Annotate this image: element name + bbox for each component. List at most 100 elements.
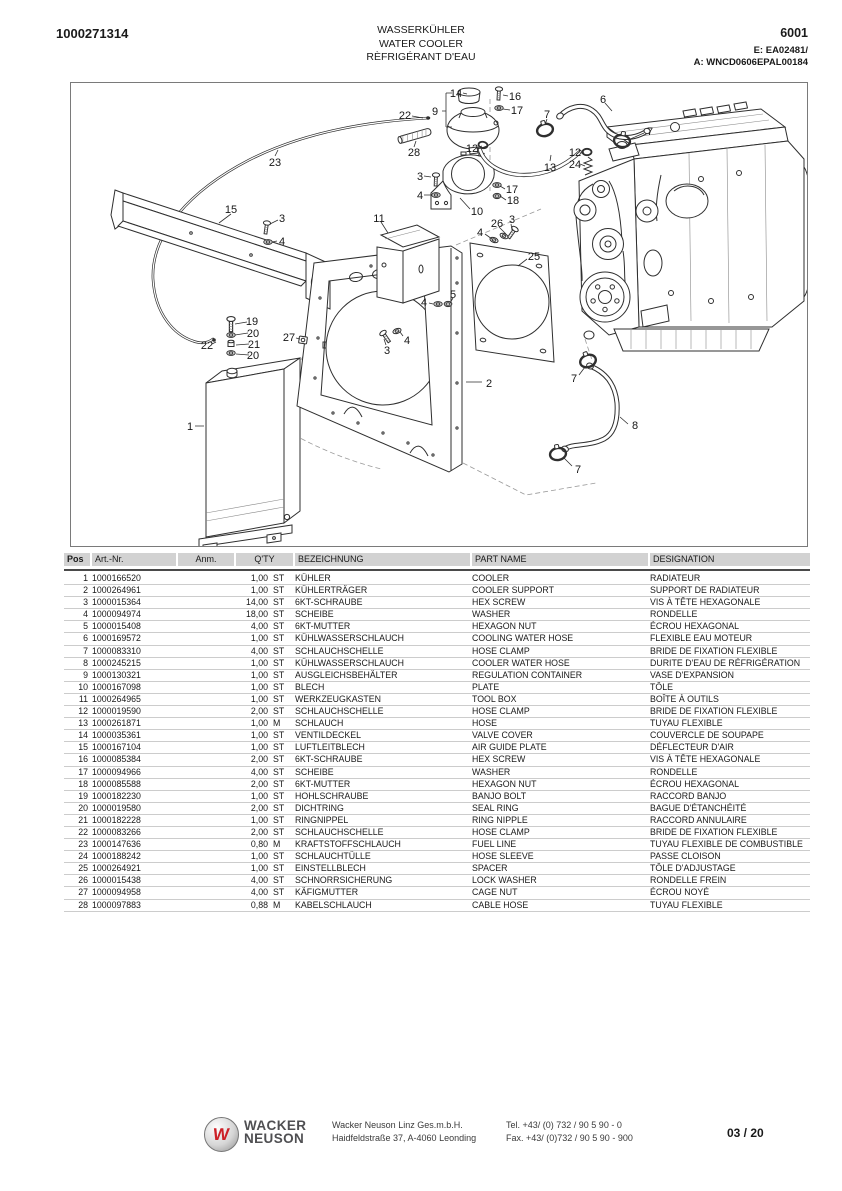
cell-anm [178,658,234,669]
cell-pos: 15 [78,742,88,753]
cell-part-name: HEX SCREW [472,754,526,765]
cell-anm [178,900,234,911]
cell-designation: TUYAU FLEXIBLE DE COMBUSTIBLE [650,839,803,850]
cell-pos: 8 [83,657,88,668]
qty-value: 4,00 [250,621,268,632]
column-header: PART NAME [472,553,648,566]
qty-unit: ST [273,863,285,874]
part-callout: 17 [511,105,523,117]
qty-value: 2,00 [250,802,268,813]
washer-icon [431,192,441,198]
cell-bezeichnung: LUFTLEITBLECH [295,742,365,753]
cell-part-name: AIR GUIDE PLATE [472,742,547,753]
cell-designation: ÉCROU NOYÉ [650,887,710,898]
part-callout: 20 [247,350,259,362]
cell-art-nr: 1000182230 [92,790,141,801]
qty-unit: ST [273,742,285,753]
cell-bezeichnung: BLECH [295,681,325,692]
cell-pos: 12 [78,706,88,717]
qty-value: 1,00 [250,681,268,692]
cell-pos: 26 [78,875,88,886]
qty-unit: ST [273,706,285,717]
cell-designation: ÉCROU HEXAGONAL [650,778,739,789]
cell-anm [178,875,234,886]
spacer-plate [469,242,555,363]
cell-designation: COUVERCLE DE SOUPAPE [650,730,764,741]
part-callout: 23 [269,157,281,169]
part-callout: 28 [408,147,420,159]
part-callout: 12 [569,147,581,159]
cell-pos: 17 [78,766,88,777]
cell-art-nr: 1000264921 [92,863,141,874]
cell-part-name: RING NIPPLE [472,814,528,825]
cell-anm [178,851,234,862]
logo-w-mark: W [212,1125,231,1144]
cell-anm [178,839,234,850]
hose-clamp-icon [533,117,556,140]
qty-unit: ST [273,754,285,765]
cell-part-name: HEXAGON NUT [472,621,537,632]
cell-art-nr: 1000094974 [92,609,141,620]
qty-value: 0,80 [250,839,268,850]
part-callout: 3 [509,214,515,226]
part-callout: 7 [544,109,550,121]
cell-designation: BRIDE DE FIXATION FLEXIBLE [650,645,778,656]
phone-fax: Fax. +43/ (0)732 / 90 5 90 - 900 [506,1132,633,1143]
part-callout: 3 [384,345,390,357]
revision-refs: E: EA02481/ A: WNCD0606EPAL00184 [694,45,808,69]
qty-unit: ST [273,597,285,608]
title-english: WATER COOLER [378,37,463,50]
cage-nut-icon [298,335,308,345]
page-title: WASSERKÜHLER WATER COOLER RÈFRIGÉRANT D'… [0,24,842,65]
qty-value: 14,00 [245,597,268,608]
banjo-bolt-stack [226,316,236,356]
part-callout: 21 [248,339,260,351]
part-callout: 24 [569,159,581,171]
cell-anm [178,742,234,753]
cell-bezeichnung: 6KT-MUTTER [295,621,351,632]
cell-bezeichnung: 6KT-SCHRAUBE [295,754,363,765]
cell-bezeichnung: VENTILDECKEL [295,730,361,741]
cell-designation: VIS À TÊTE HEXAGONALE [650,754,761,765]
qty-unit: ST [273,585,285,596]
qty-value: 1,00 [250,730,268,741]
washer-icon [494,105,504,111]
qty-unit: ST [273,633,285,644]
column-header: Art.-Nr. [92,553,176,566]
hex-screw-icon [494,86,504,101]
qty-unit: M [273,839,281,850]
cell-pos: 22 [78,826,88,837]
cell-anm [178,887,234,898]
cell-anm [178,621,234,632]
cell-designation: BOÎTE À OUTILS [650,693,719,704]
cell-pos: 9 [83,669,88,680]
part-callout: 19 [246,316,258,328]
cell-part-name: CABLE HOSE [472,899,529,910]
cell-anm [178,585,234,596]
cell-anm [178,779,234,790]
cell-designation: BAGUE D'ÉTANCHÉITÉ [650,802,747,813]
cell-bezeichnung: KÜHLWASSERSCHLAUCH [295,657,405,668]
hose-sleeve [582,156,594,176]
cell-pos: 11 [78,693,88,704]
cell-anm [178,633,234,644]
part-callout: 10 [471,206,483,218]
cell-art-nr: 1000261871 [92,718,141,729]
